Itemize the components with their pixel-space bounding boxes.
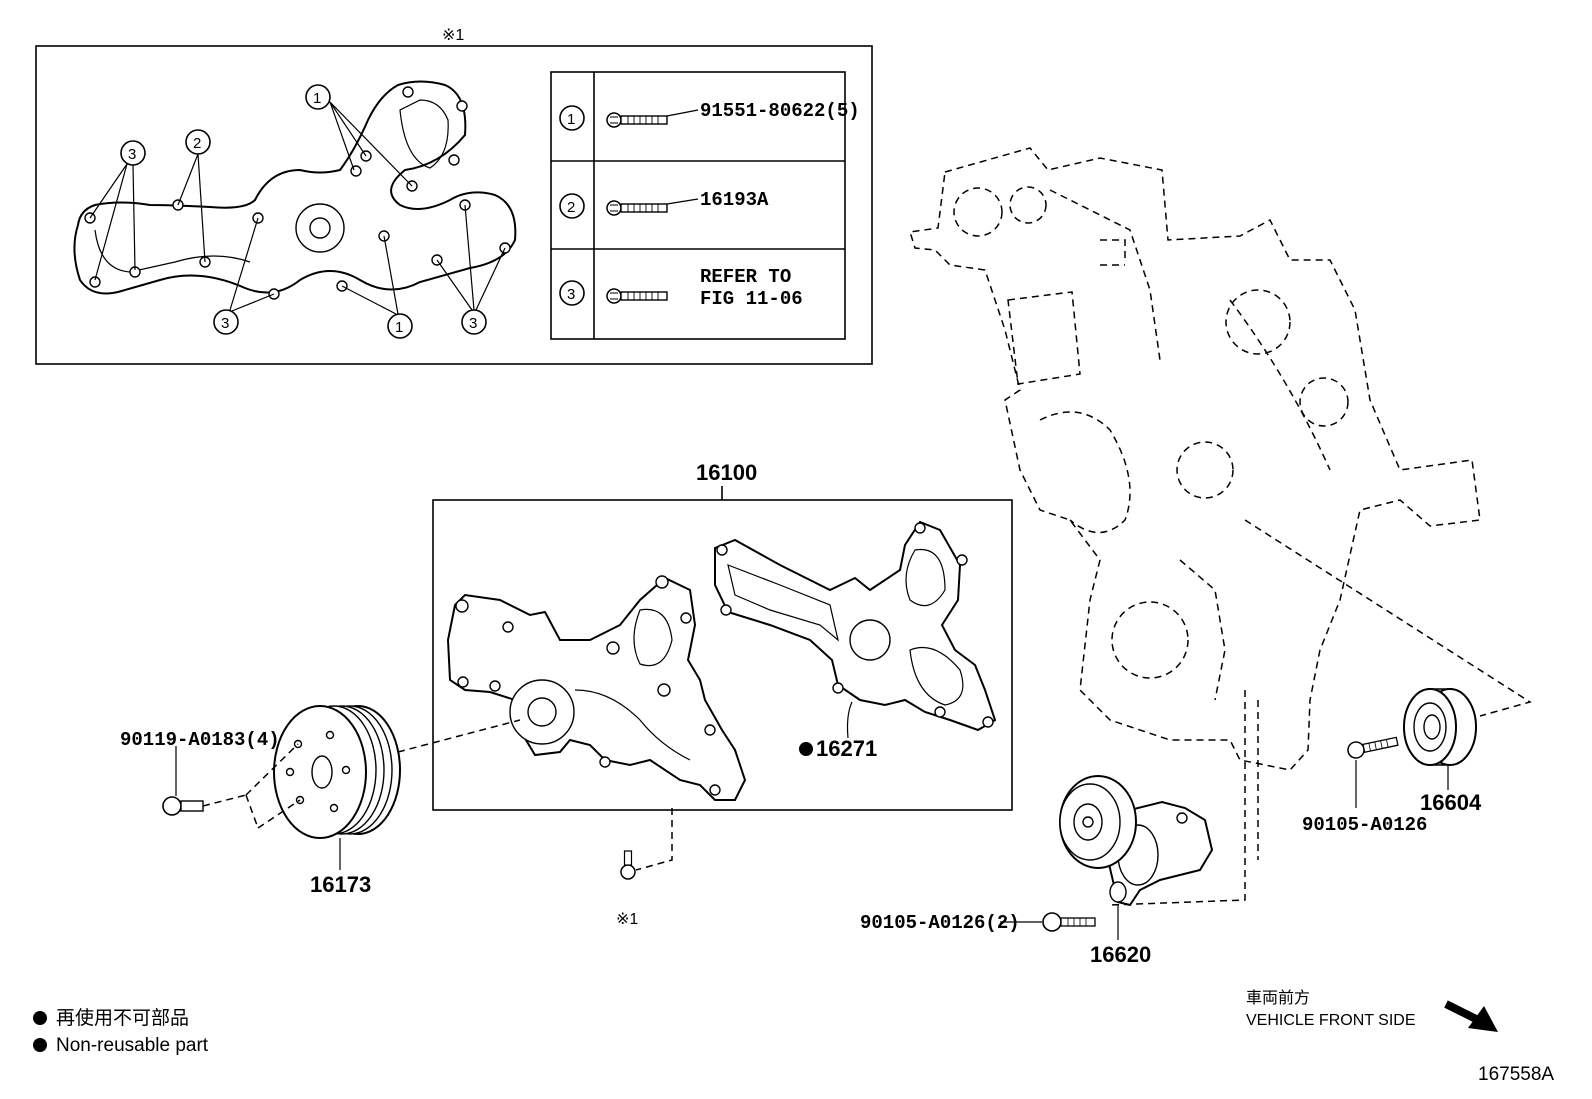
legend-line-jp: 再使用不可部品 xyxy=(56,1007,189,1029)
gasket-outline xyxy=(714,520,997,732)
table-row-3-num: 3 xyxy=(567,286,575,303)
tensioner-bolt xyxy=(1042,912,1096,932)
label-90105-A0126-2: 90105-A0126(2) xyxy=(860,912,1020,934)
callout-1-bottom: 1 xyxy=(395,319,403,336)
label-16604: 16604 xyxy=(1420,790,1482,815)
callout-3-bottom-left: 3 xyxy=(221,315,229,332)
pulley-bolt xyxy=(162,796,204,816)
callout-2: 2 xyxy=(193,135,201,152)
table-row-1-num: 1 xyxy=(567,111,575,128)
idler-bolt xyxy=(1347,736,1399,759)
label-pump-bolt-marker: ※1 xyxy=(616,911,638,928)
belt-tensioner xyxy=(1059,775,1214,907)
pump-assy-box xyxy=(432,499,1013,811)
water-pump-body xyxy=(446,575,747,801)
figure-id: 167558A xyxy=(1478,1064,1554,1085)
table-row-1-part: 91551-80622(5) xyxy=(700,100,860,122)
inset-marker: ※1 xyxy=(442,27,464,44)
callout-3-bottom-right: 3 xyxy=(469,315,477,332)
label-16620: 16620 xyxy=(1090,942,1151,967)
callout-3-left: 3 xyxy=(128,146,136,163)
front-side-indicator: 車両前方 VEHICLE FRONT SIDE xyxy=(1246,989,1498,1032)
label-16100: 16100 xyxy=(696,460,757,485)
label-16271: 16271 xyxy=(816,736,877,761)
legend-line-en: Non-reusable part xyxy=(56,1035,209,1056)
label-90105-A0126: 90105-A0126 xyxy=(1302,814,1427,836)
idler-pulley xyxy=(1403,688,1477,766)
table-row-3-line2: FIG 11-06 xyxy=(700,288,803,310)
fastener-table: 1 91551-80622(5) 2 16193A 3 REFER TO FIG… xyxy=(550,71,860,340)
arrow-down-right-icon xyxy=(1444,1000,1498,1032)
label-16173: 16173 xyxy=(310,872,371,897)
table-row-2-part: 16193A xyxy=(700,189,769,211)
inset-box: ※1 xyxy=(35,27,873,365)
legend-bullet-2 xyxy=(33,1038,47,1052)
legend: 再使用不可部品 Non-reusable part xyxy=(33,1007,209,1056)
callout-1-top: 1 xyxy=(313,90,321,107)
pump-bolt xyxy=(620,850,636,880)
inset-pump-outline xyxy=(73,80,517,300)
table-row-2-num: 2 xyxy=(567,199,575,216)
timing-cover-outline xyxy=(909,147,1532,906)
non-reusable-marker xyxy=(799,742,813,756)
table-row-3-line1: REFER TO xyxy=(700,266,791,288)
water-pump-pulley xyxy=(273,705,401,839)
front-side-jp: 車両前方 xyxy=(1246,989,1310,1007)
legend-bullet-1 xyxy=(33,1011,47,1025)
front-side-en: VEHICLE FRONT SIDE xyxy=(1246,1012,1416,1029)
inset-callouts: 1 3 2 3 1 3 xyxy=(89,84,506,339)
label-90119-A0183: 90119-A0183(4) xyxy=(120,729,280,751)
